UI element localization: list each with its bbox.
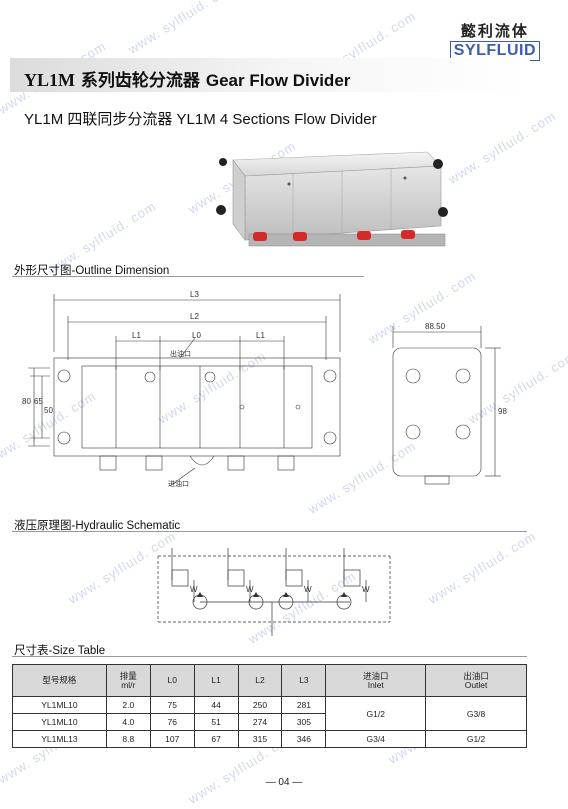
label-outlet: 出油口 <box>170 349 191 358</box>
product-photo <box>216 151 448 247</box>
title-en: Gear Flow Divider <box>205 71 351 90</box>
header-l2: L2 <box>237 664 283 697</box>
watermark-text: www. sylfluid. com <box>425 528 539 607</box>
label-side-width: 88.50 <box>425 322 446 331</box>
brand-logo: 懿利流体 SYLFLUID <box>449 20 540 61</box>
cell-l2: 274 <box>237 713 283 731</box>
label-h50: 50 <box>44 406 53 415</box>
section-outline-title: 外形尺寸图-Outline Dimension <box>14 265 170 277</box>
section-size-title: 尺寸表-Size Table <box>14 645 106 657</box>
header-l0: L0 <box>149 664 195 697</box>
page-subtitle: YL1M 四联同步分流器 YL1M 4 Sections Flow Divide… <box>24 111 377 128</box>
cell-l1: 51 <box>193 713 239 731</box>
section-schematic-title: 液压原理图-Hydraulic Schematic <box>14 520 181 532</box>
header-model: 型号规格 <box>12 664 107 697</box>
schematic-w-4: W <box>362 585 370 594</box>
table-row: YL1ML10 2.0 75 44 250 281 G1/2 G3/8 <box>12 696 527 731</box>
cell-l2: 315 <box>237 730 283 748</box>
cell-l3: 305 <box>281 713 327 731</box>
watermark-text: www. sylfluid. com <box>125 0 239 57</box>
label-h80: 80 <box>22 397 31 406</box>
label-l3: L3 <box>190 290 199 299</box>
outline-side-view: 88.50 98 <box>392 322 507 485</box>
title-prefix: YL1M <box>24 70 75 90</box>
cell-model: YL1ML10 <box>12 713 107 731</box>
outline-front-view: L3 L2 L1 L0 L1 出油口 进油口 80 65 50 <box>22 290 341 488</box>
cell-model: YL1ML13 <box>12 730 107 748</box>
section-size-rule <box>12 656 527 657</box>
label-inlet: 进油口 <box>168 479 189 488</box>
label-l1-left: L1 <box>132 331 141 340</box>
cell-outlet: G1/2 <box>425 730 527 748</box>
cell-displacement: 2.0 <box>105 696 151 714</box>
cell-inlet: G3/4 <box>325 730 427 748</box>
header-l3: L3 <box>281 664 327 697</box>
label-h65: 65 <box>34 397 43 406</box>
cell-l0: 107 <box>149 730 195 748</box>
cell-l1: 67 <box>193 730 239 748</box>
brand-name-cn: 懿利流体 <box>460 22 529 40</box>
schematic-w-3: W <box>304 585 312 594</box>
table-row: YL1ML10 4.0 76 51 274 305 <box>12 713 527 731</box>
section-outline-rule <box>12 276 364 277</box>
cell-displacement: 4.0 <box>105 713 151 731</box>
page-title: YL1M 系列齿轮分流器 Gear Flow Divider <box>24 66 350 91</box>
cell-l2: 250 <box>237 696 283 714</box>
label-l1-right: L1 <box>256 331 265 340</box>
label-l2: L2 <box>190 312 199 321</box>
title-bar <box>10 58 530 92</box>
cell-inlet: G1/2 <box>325 696 427 731</box>
header-l1: L1 <box>193 664 239 697</box>
label-side-height: 98 <box>498 407 507 416</box>
cell-l3: 346 <box>281 730 327 748</box>
title-cn: 系列齿轮分流器 <box>75 71 206 91</box>
schematic-w-2: W <box>246 585 254 594</box>
cell-outlet: G3/8 <box>425 696 527 731</box>
cell-l1: 44 <box>193 696 239 714</box>
page-number: — 04 — <box>265 777 303 788</box>
table-row: YL1ML13 8.8 107 67 315 346 G3/4 G1/2 <box>12 730 527 748</box>
cell-l3: 281 <box>281 696 327 714</box>
cell-l0: 75 <box>149 696 195 714</box>
cell-model: YL1ML10 <box>12 696 107 714</box>
hydraulic-schematic: W W W W <box>157 548 391 636</box>
schematic-w-1: W <box>190 585 198 594</box>
label-l0: L0 <box>192 331 201 340</box>
cell-l0: 76 <box>149 713 195 731</box>
section-schematic-rule <box>12 531 527 532</box>
cell-displacement: 8.8 <box>105 730 151 748</box>
